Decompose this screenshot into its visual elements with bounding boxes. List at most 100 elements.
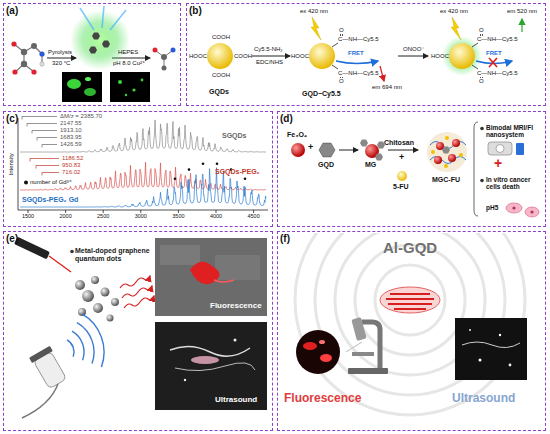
mass-spectrum [20,120,266,207]
ultrasound-probe [29,346,53,363]
mass-value: 1683.95 [60,134,82,141]
atom-ball [39,51,44,56]
bond-line [332,34,483,78]
nanoparticle [319,143,335,157]
nanoparticle [375,154,383,161]
graphene-flake [102,41,110,48]
gd-marker [188,168,191,171]
bond-line [480,34,481,36]
reagent-label: EDC/NHS [256,59,283,66]
quantum-dot-cluster [75,280,85,290]
mass-bracket [30,159,31,162]
drug-carrier [430,157,466,164]
tick-label: 2000 [59,213,71,219]
fret-label: FRET [348,50,364,57]
legend-dot [24,181,28,185]
product-molecule [153,48,176,71]
atom-ball [12,69,17,74]
fluorescence-image [296,330,340,374]
mass-bracket [27,123,57,124]
quantum-dot [449,43,475,69]
application-label: Bimodal MRI/FI nanosystem [486,124,544,138]
laser-pointer [14,237,71,272]
material-label: 5-FU [393,183,409,191]
drug-carrier [452,139,460,147]
series-label: SGQDs [222,132,247,140]
laser-pointer [14,237,50,259]
blocked-mark [489,58,497,67]
microscope [346,317,388,374]
background-rings [375,265,445,335]
ultrasound-probe [29,346,68,390]
atom-ball [21,49,27,55]
bullet-dot [480,179,484,183]
bond-line [340,77,341,78]
ultrasound-image [469,329,471,331]
fluorescence-image [155,238,267,316]
fluorescence-image [160,245,200,265]
bond-line [332,43,338,47]
panel-letter: (a) [6,5,18,16]
nanoparticle [377,142,385,149]
atom-ball [31,43,37,49]
reaction-arrow [339,150,418,151]
quantum-dot-cluster [107,315,114,322]
emission-wave [124,296,154,308]
fluorescence-image [155,238,267,316]
ultrasound-image [184,379,186,381]
cell-image [62,72,102,102]
graphene-layers [380,287,440,313]
plus-sign: + [494,156,502,171]
ultrasound-wave [67,340,74,357]
cell-image [125,94,127,96]
panel-letter: (b) [189,5,202,16]
analyte-label: ONOO⁻ [403,46,425,53]
ultrasound-probe [22,346,68,418]
reagent-label: Cy5.5-NH₂ [254,46,283,53]
quantum-dot-cluster [75,276,119,322]
ultrasound-wave [77,323,94,364]
reagent-label: Chitosan [384,139,414,147]
emission-wave [120,276,150,288]
product-molecule [171,48,176,53]
emission-label: em 520 nm [507,8,537,15]
group-label: COOH [212,72,230,79]
plus-sign: + [399,153,404,163]
fret-arrow [336,61,378,64]
ultrasound-image [509,364,512,367]
ultrasound-image [155,322,267,410]
ultrasound-image [175,363,255,371]
material-label: Metal-doped graphene quantum dots [75,247,150,262]
drug-carrier [434,156,442,164]
chart-axis [18,118,19,210]
mass-bracket [42,144,57,145]
bond-line [340,34,341,36]
fluorescence-glow [80,8,94,30]
modality-label: Fluorescence [284,392,361,405]
tick-label: 3500 [172,213,184,219]
tick-label: 4000 [210,213,222,219]
excitation-bolt [311,17,461,40]
atom-label: O [339,78,344,85]
process-label: Pyrolysis [48,49,72,56]
chart-axis [216,210,217,213]
microscope [352,352,374,356]
quantum-dot [207,36,482,76]
plus-sign: + [308,143,313,153]
graphene-flake [89,47,97,54]
bond-line [472,65,478,69]
gd-marker [202,163,205,166]
image-caption: Ultrasound [215,396,257,405]
mass-bracket [37,138,38,141]
panel-letter: (d) [280,113,293,124]
emission-wave [120,276,154,308]
mass-value: 950.83 [62,162,80,169]
drug-carrier [445,136,449,140]
excitation-label: ex 420 nm [300,8,328,15]
cancer-cell [506,203,522,213]
quantum-dot [309,43,335,69]
chart-axis [28,210,29,213]
fluorescence-glow [102,6,104,28]
